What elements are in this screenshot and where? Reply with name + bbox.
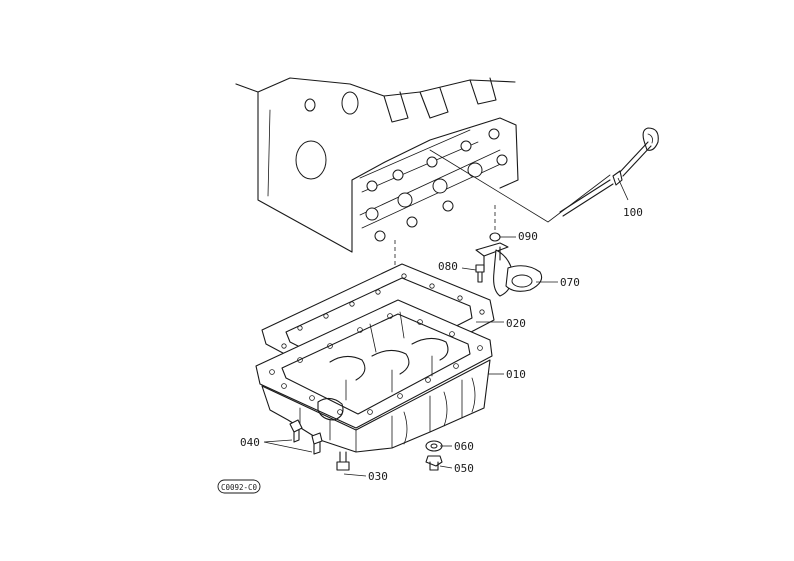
label-100: 100 (623, 206, 643, 219)
dipstick-guide (475, 242, 543, 297)
dipstick (559, 127, 659, 217)
label-020: 020 (506, 317, 526, 330)
label-030: 030 (368, 470, 388, 483)
label-090: 090 (518, 230, 538, 243)
bolt-030 (336, 451, 350, 471)
bolt-040-b (311, 432, 323, 455)
leader-lines (263, 177, 629, 477)
label-010: 010 (506, 368, 526, 381)
figure-code: C0092-C0 (221, 483, 258, 492)
figure-code-badge: C0092-C0 (217, 479, 261, 494)
washer (425, 440, 443, 452)
oil-pan (255, 299, 493, 453)
part-labels: 100 090 080 070 020 010 040 060 030 050 (240, 206, 643, 483)
o-ring (489, 232, 501, 242)
label-040: 040 (240, 436, 260, 449)
bolt-080 (475, 264, 485, 283)
label-050: 050 (454, 462, 474, 475)
drain-plug (425, 455, 443, 471)
bolt-040-a (289, 419, 303, 443)
label-080: 080 (438, 260, 458, 273)
alignment-lines (394, 205, 496, 272)
label-060: 060 (454, 440, 474, 453)
label-070: 070 (560, 276, 580, 289)
engine-block (235, 77, 611, 253)
